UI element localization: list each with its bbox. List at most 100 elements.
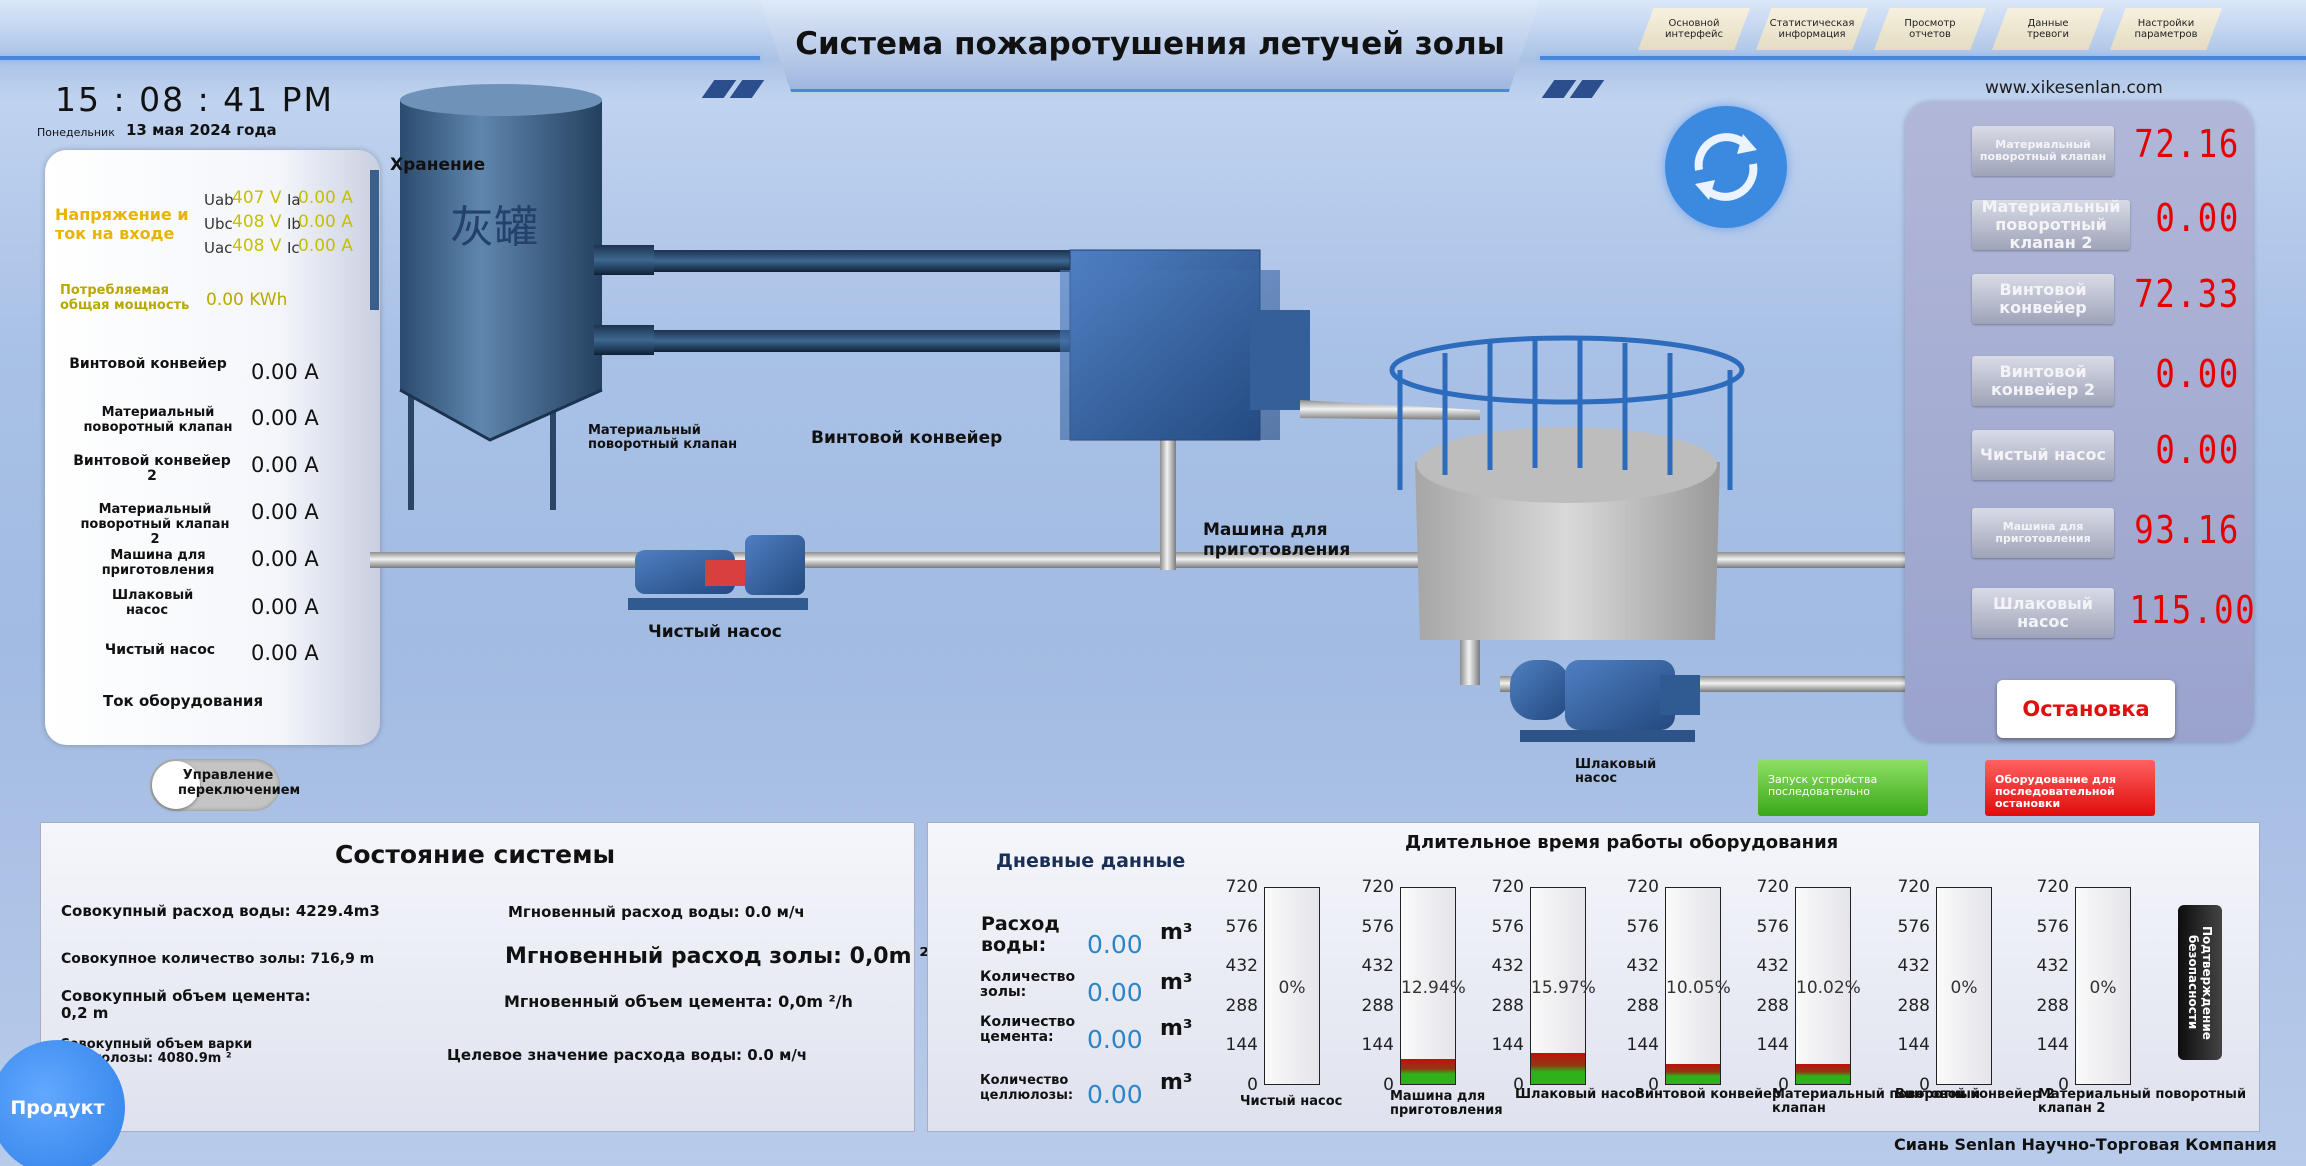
gauge-tick: 576 (2036, 916, 2069, 937)
runtime-gauge: 0% (1936, 887, 1992, 1085)
gauge-tick: 576 (1626, 916, 1659, 937)
reading-value: 0.00 (2155, 428, 2240, 472)
reading-label: Материальный поворотный клапан (1972, 126, 2114, 176)
current-value: 0.00 A (251, 360, 319, 384)
gauge-percent: 10.02% (1796, 978, 1861, 998)
clock-date: 13 мая 2024 года (126, 121, 277, 139)
current-value: 0.00 A (251, 500, 319, 524)
gauge-tick: 144 (2036, 1035, 2069, 1056)
gauge-tick: 720 (1626, 877, 1659, 897)
system-title: Состояние системы (335, 840, 616, 869)
gauge-fill (1401, 1058, 1455, 1084)
gauge-percent: 0% (2089, 978, 2117, 998)
feed-pipe-upper (654, 250, 1074, 272)
refresh-button[interactable] (1665, 106, 1787, 228)
gauge-name: Винтовой конвейер 2 (1895, 1087, 2055, 1102)
feed-pipe-lower (654, 330, 1074, 352)
gauge-tick: 432 (1897, 956, 1930, 977)
stop-sequence-button[interactable]: Оборудование для последовательной остано… (1985, 760, 2155, 816)
daily-unit: m³ (1160, 970, 1193, 995)
stop-button[interactable]: Остановка (1997, 680, 2175, 738)
gauge-tick: 144 (1626, 1035, 1659, 1056)
gauge-tick: 288 (1756, 995, 1789, 1016)
safety-confirm-button[interactable]: Подтверждение безопасности (2178, 905, 2222, 1060)
gauge-tick: 0 (2058, 1075, 2069, 1095)
label-clean-pump: Чистый насос (648, 622, 782, 642)
gauge-name: Материальный поворотный клапан 2 (2038, 1087, 2247, 1116)
toggle-knob[interactable] (152, 761, 200, 809)
tab-settings[interactable]: Настройки параметров (2110, 8, 2222, 50)
label-screw-conveyor: Винтовой конвейер (811, 428, 1003, 448)
gauge-tick: 576 (1225, 916, 1258, 937)
reading-value: 0.00 (2155, 196, 2240, 240)
product-button[interactable]: Продукт (0, 1040, 125, 1166)
reading-label: Шлаковый насос (1972, 588, 2114, 638)
label-storage: Хранение (390, 155, 486, 175)
header-line-left (0, 56, 760, 60)
runtime-gauge: 15.97% (1530, 887, 1596, 1085)
gauge-name: Машина для приготовления (1390, 1089, 1503, 1118)
tab-reports[interactable]: Просмотр отчетов (1874, 8, 1986, 50)
reading-label: Машина для приготовления (1972, 508, 2114, 558)
gauge-tick: 720 (1225, 877, 1258, 897)
reading-value: 72.16 (2134, 122, 2240, 166)
reading-value: 115.00 (2129, 588, 2257, 632)
gauge-tick: 0 (1648, 1075, 1659, 1095)
reading-value: 72.33 (2134, 272, 2240, 316)
current-label: Винтовой конвейер (69, 356, 227, 372)
daily-unit: m³ (1160, 920, 1193, 945)
gauge-name: Винтовой конвейер (1635, 1087, 1782, 1102)
gauge-percent: 15.97% (1531, 978, 1596, 998)
gauge-tick: 288 (2036, 995, 2069, 1016)
runtime-gauge: 0% (2075, 887, 2131, 1085)
total-water: Совокупный расход воды: 4229.4m3 (61, 902, 380, 920)
daily-value: 0.00 (1087, 978, 1143, 1007)
gauge-fill (1531, 1052, 1585, 1084)
gauge-tick: 432 (1225, 956, 1258, 977)
gauge-tick: 144 (1361, 1035, 1394, 1056)
runtime-gauge: 10.05% (1665, 887, 1731, 1085)
reading-label: Чистый насос (1972, 430, 2114, 480)
gauge-tick: 720 (1361, 877, 1394, 897)
start-sequence-button[interactable]: Запуск устройства последовательно (1758, 760, 1928, 816)
daily-unit: m³ (1160, 1070, 1193, 1095)
current-label: Чистый насос (104, 642, 216, 658)
consumption-value: 0.00 KWh (206, 290, 288, 310)
tab-main[interactable]: Основной интерфейс (1638, 8, 1750, 50)
instant-ash: Мгновенный расход золы: 0,0m ²/h (505, 944, 953, 969)
gauge-percent: 0% (1950, 978, 1978, 998)
reading-value: 93.16 (2134, 508, 2240, 552)
tab-statistics[interactable]: Статистическая информация (1756, 8, 1868, 50)
gauge-tick: 720 (1491, 877, 1524, 897)
tank-char: 灰罐 (450, 202, 538, 253)
gauge-tick: 144 (1225, 1035, 1258, 1056)
daily-label: Количество цемента: (980, 1014, 1076, 1045)
toggle-label: Управление переключением (178, 768, 301, 798)
runtime-title: Длительное время работы оборудования (1405, 832, 1839, 853)
slag-pump (1510, 660, 1700, 742)
current-value: 0.00 A (251, 453, 319, 477)
gauge-tick: 576 (1491, 916, 1524, 937)
reading-value: 0.00 (2155, 352, 2240, 396)
target-water: Целевое значение расхода воды: 0.0 м/ч (447, 1046, 808, 1064)
website-label: www.xikesenlan.com (1985, 78, 2163, 98)
gauge-tick: 720 (1897, 877, 1930, 897)
header-title-plate (760, 0, 1540, 92)
runtime-gauge: 0% (1264, 887, 1320, 1085)
current-value: 0.00 A (251, 406, 319, 430)
daily-unit: m³ (1160, 1016, 1193, 1041)
power-title: Напряжение и ток на входе (55, 205, 189, 243)
current-value: 0.00 A (251, 595, 319, 619)
consumption-label: Потребляемая общая мощность (60, 283, 190, 313)
power-panel (45, 150, 380, 745)
current-label: Машина для приготовления (101, 548, 215, 578)
currents-footer: Ток оборудования (103, 692, 264, 710)
gauge-tick: 288 (1897, 995, 1930, 1016)
reading-label: Винтовой конвейер 2 (1972, 356, 2114, 406)
current-value: 0.00 A (251, 641, 319, 665)
tab-alarms[interactable]: Данные тревоги (1992, 8, 2104, 50)
storage-silo: 灰罐 (370, 84, 654, 510)
system-status-panel (40, 822, 915, 1132)
